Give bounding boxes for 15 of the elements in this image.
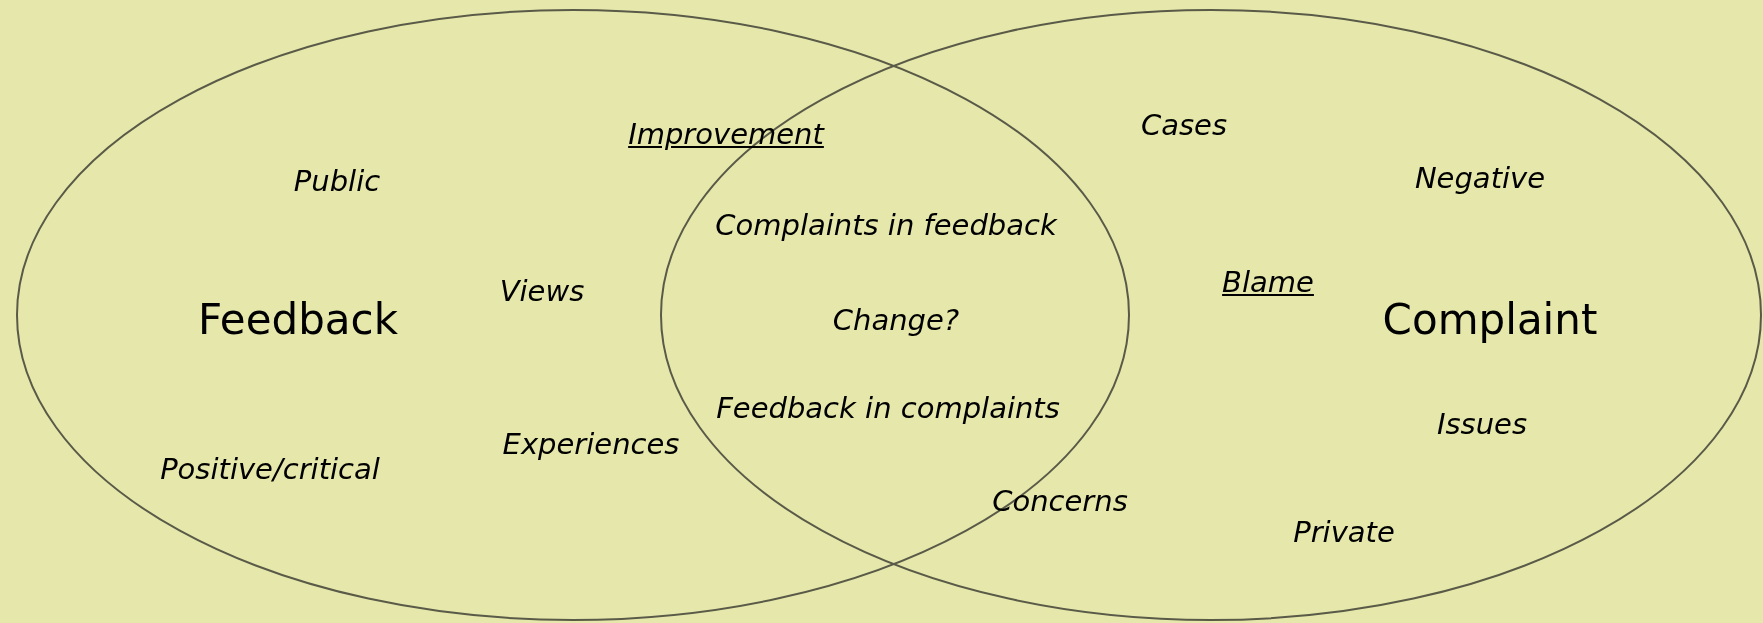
term-label: Private bbox=[1293, 515, 1395, 549]
term-label: Feedback in complaints bbox=[716, 391, 1060, 425]
set-title: Feedback bbox=[198, 294, 398, 344]
term-label: Negative bbox=[1414, 161, 1546, 195]
term-label: Positive/critical bbox=[160, 452, 380, 486]
term-label: Complaints in feedback bbox=[715, 208, 1057, 242]
set-title: Complaint bbox=[1382, 294, 1598, 344]
term-label: Issues bbox=[1436, 407, 1528, 441]
term-label: Public bbox=[293, 164, 381, 198]
term-label: Experiences bbox=[502, 427, 680, 461]
term-label: Cases bbox=[1140, 108, 1228, 142]
term-label: Change? bbox=[832, 303, 960, 337]
term-label: Views bbox=[499, 274, 585, 308]
term-label: Blame bbox=[1222, 265, 1314, 299]
venn-ellipse bbox=[16, 9, 1130, 621]
